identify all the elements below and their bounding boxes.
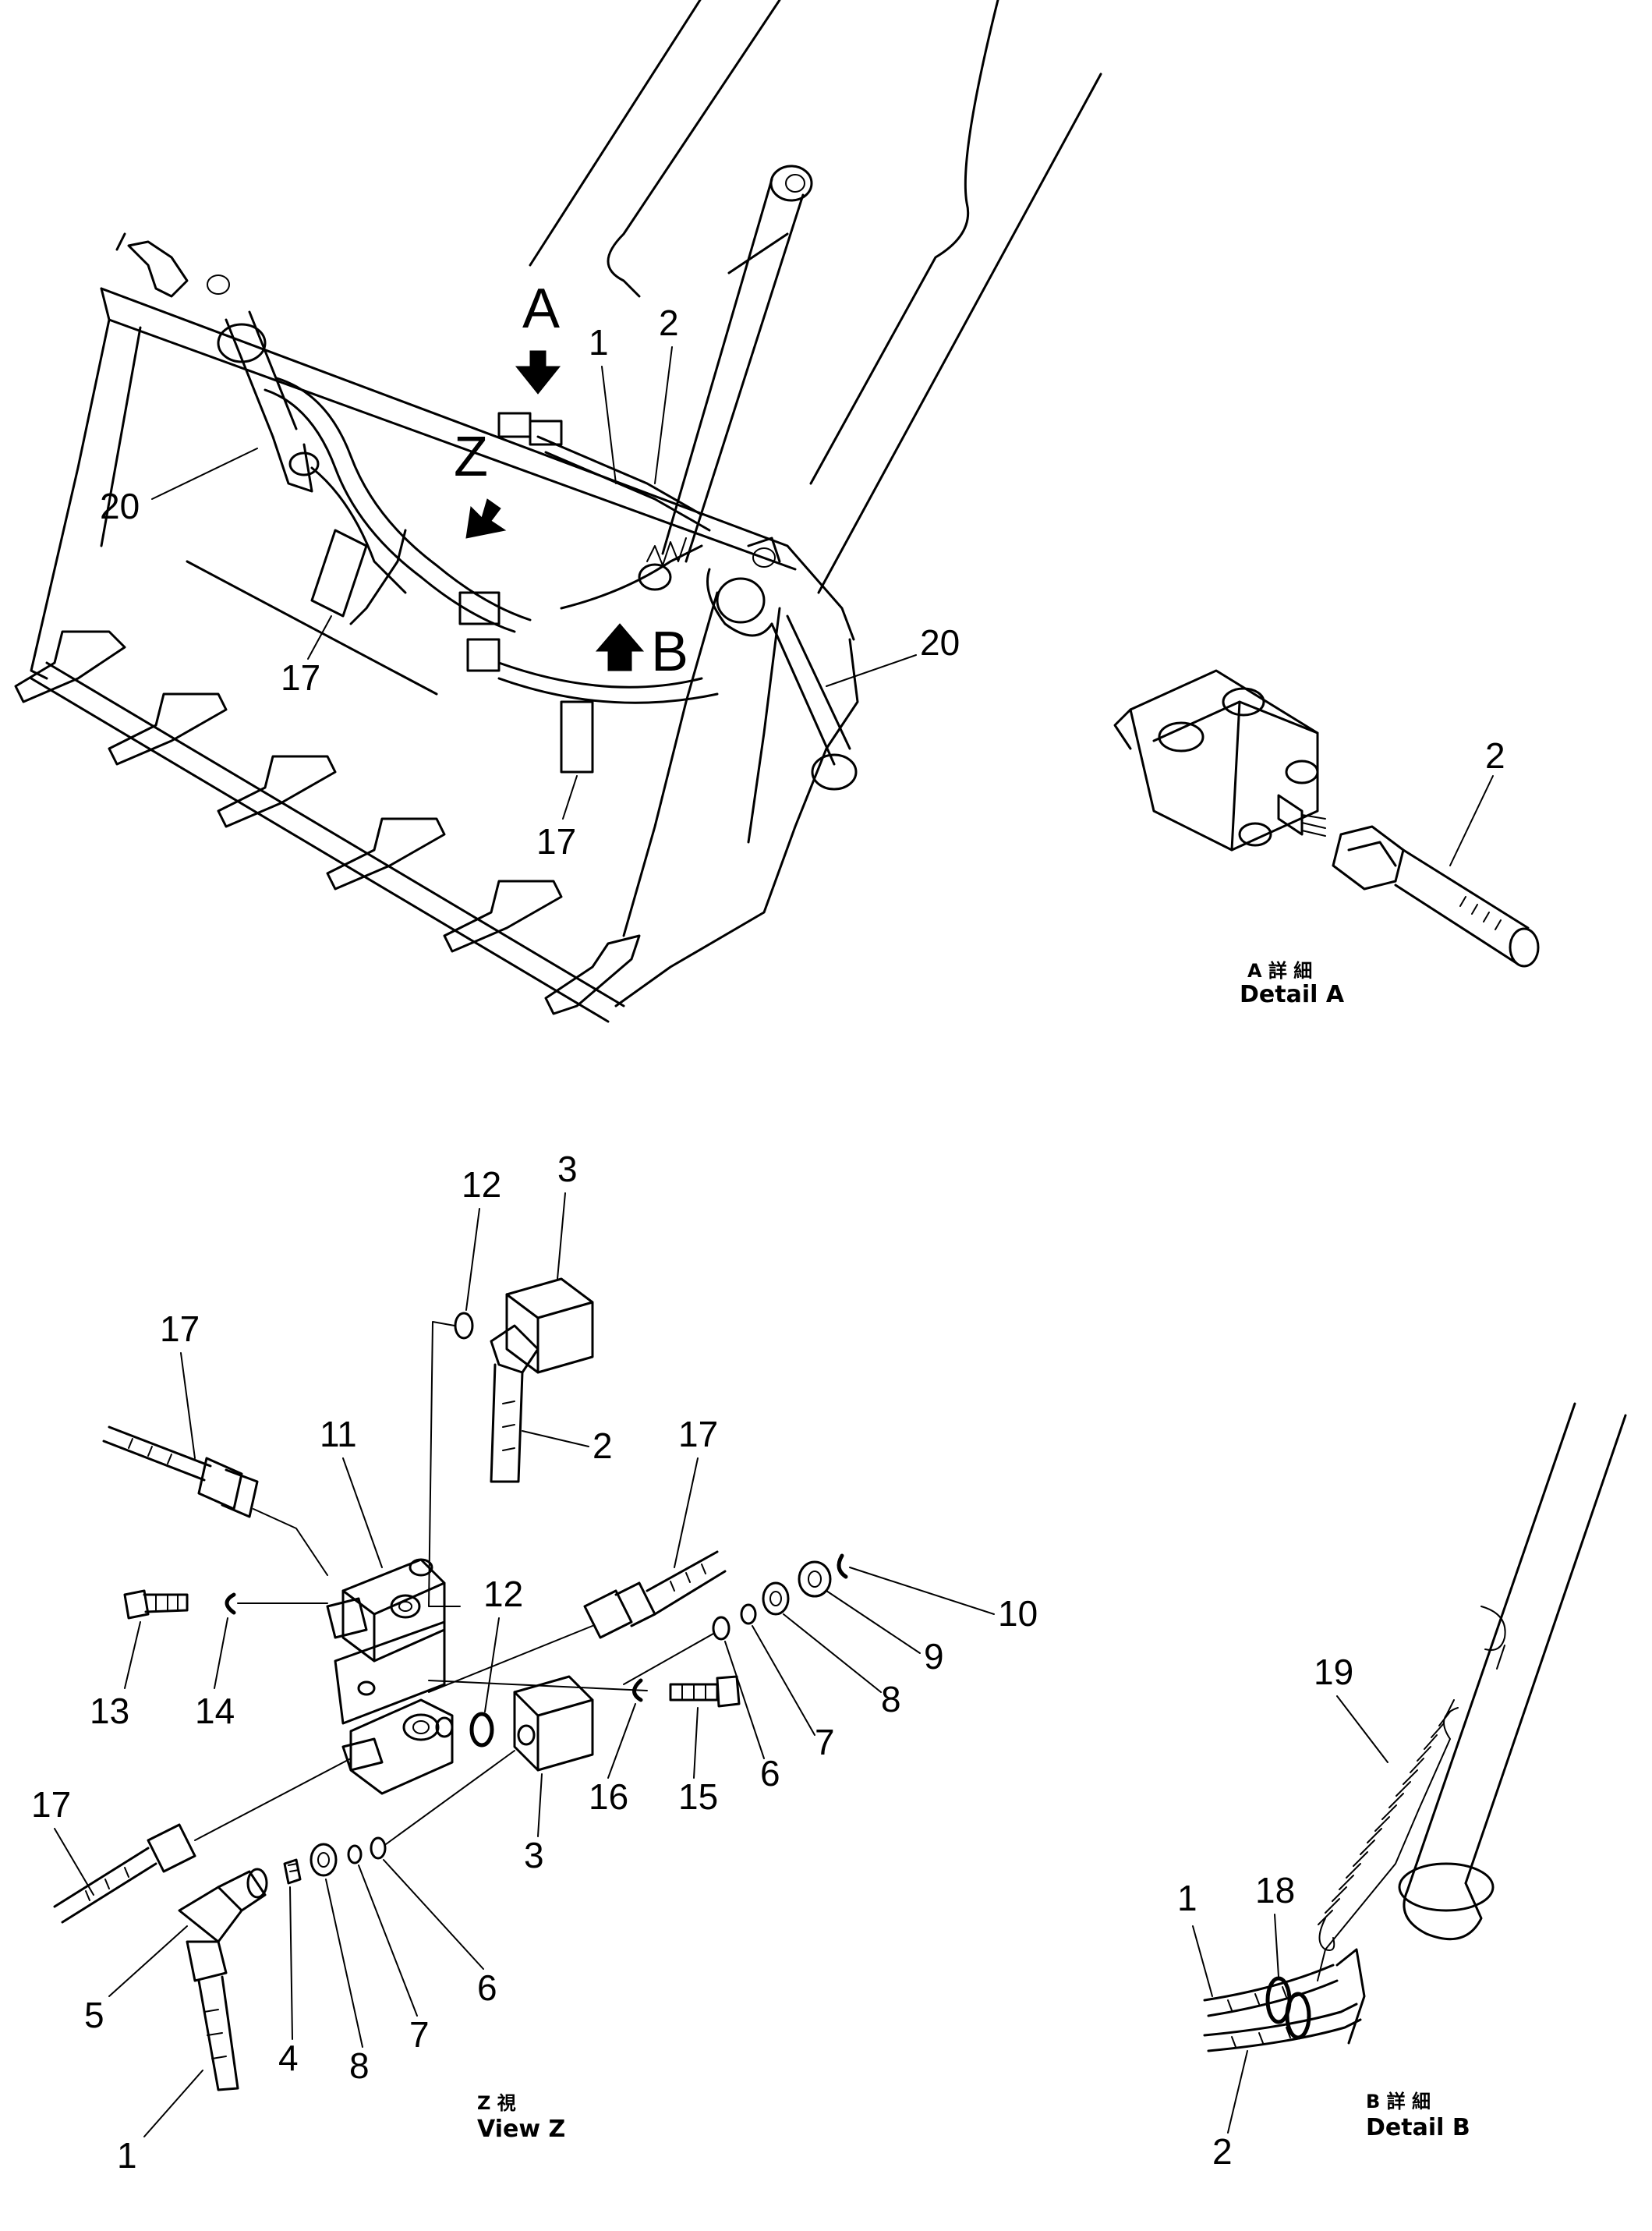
view-marker-b-label: B [651,621,688,683]
view-z-hose-left-bottom [53,1823,196,1924]
detail-a-hose [1332,825,1540,968]
detail-b-callout-hose-1: 1 [1177,1878,1197,1918]
callout-clip-right: 16 [589,1776,628,1817]
callout-nipple: 4 [278,2038,299,2078]
overview-callouts: 1 2 20 20 17 17 [100,303,960,862]
cylinder-left [217,310,320,493]
view-z-elbow [178,1868,268,2091]
callout-elbow: 5 [84,1995,104,2035]
view-z-caption-en: View Z [477,2116,565,2143]
detail-b-callout-spring: 19 [1314,1652,1353,1692]
hoses-overview [264,377,719,704]
detail-b: 19 18 1 2 B 詳 細 Detail B [1177,1402,1627,2172]
view-z-hose-right [583,1550,727,1639]
detail-b-clamp [1265,1976,1311,2040]
detail-a-callout-hose: 2 [1485,735,1505,776]
callout-hose-left-top: 17 [160,1308,200,1349]
detail-b-hoses [1203,1948,1366,2052]
callout-nut-8-bottom: 8 [349,2045,370,2086]
callout-hose-right: 17 [678,1414,718,1454]
callout-oring-6-top: 6 [760,1753,780,1794]
view-marker-z: Z [454,426,507,539]
callout-sleeve-right: 17 [536,821,576,862]
callout-valve: 11 [320,1414,357,1454]
view-z-bolt-right [669,1675,741,1708]
detail-b-link-rod [1398,1402,1627,1941]
detail-b-callout-clamp: 18 [1255,1870,1295,1911]
view-z-bolt-left [123,1589,189,1620]
callout-washer-7-bottom: 7 [409,2014,430,2055]
callout-hose-top: 2 [593,1425,613,1466]
callout-washer-10: 10 [998,1593,1038,1634]
arrow-down-icon [465,498,507,539]
callout-sleeve-left: 17 [281,657,320,698]
callout-washer-7-top: 7 [815,1722,835,1762]
callout-clip-left: 14 [195,1691,235,1731]
detail-a-valve-block [1113,669,1326,852]
view-z-bottom-block [513,1675,594,1772]
cylinder-right [706,537,858,791]
view-z-hose-left-top [102,1425,259,1518]
bucket-teeth [14,630,641,1015]
view-marker-b: B [595,621,688,683]
callout-hose-2: 2 [659,303,679,343]
detail-a: 2 A 詳 細 Detail A [1113,669,1540,1008]
callout-washer-9: 9 [924,1636,944,1677]
view-z-valve [326,1558,454,1795]
view-z-caption-jp: Z 視 [477,2092,516,2114]
callout-nut-8-top: 8 [881,1679,901,1719]
detail-b-spring [1317,1606,1506,1981]
callout-oring-mid: 12 [483,1574,523,1614]
overview-illustration [14,0,1102,1023]
callout-bolt-right: 15 [678,1776,718,1817]
arrow-up-icon [595,623,645,671]
callout-oring-6-bottom: 6 [477,1967,497,2008]
callout-cylinder-left: 20 [100,486,140,526]
detail-b-caption-jp: B 詳 細 [1366,2091,1431,2112]
arrow-down-icon [515,350,561,395]
callout-hose-1: 1 [589,322,609,363]
callout-oring-top: 12 [462,1164,501,1205]
callout-block-bottom: 3 [524,1835,544,1875]
view-marker-a-label: A [522,278,560,340]
callout-hose-bottom: 1 [117,2135,137,2176]
view-marker-z-label: Z [454,426,488,488]
view-marker-a: A [515,278,561,395]
callout-cylinder-right: 20 [920,622,960,663]
callout-hose-left-bottom: 17 [31,1784,71,1825]
callout-block-top: 3 [557,1149,578,1189]
detail-b-callout-hose-2: 2 [1212,2131,1233,2172]
detail-a-caption-en: Detail A [1240,981,1345,1008]
callout-bolt-left: 13 [90,1691,129,1731]
view-z-callouts: 12 3 2 17 11 17 13 14 12 10 9 8 7 [31,1149,1038,2176]
detail-b-caption-en: Detail B [1366,2114,1470,2141]
view-z-top-block [454,1277,594,1483]
detail-a-caption-jp: A 詳 細 [1247,960,1312,982]
view-z: 12 3 2 17 11 17 13 14 12 10 9 8 7 [31,1149,1038,2176]
